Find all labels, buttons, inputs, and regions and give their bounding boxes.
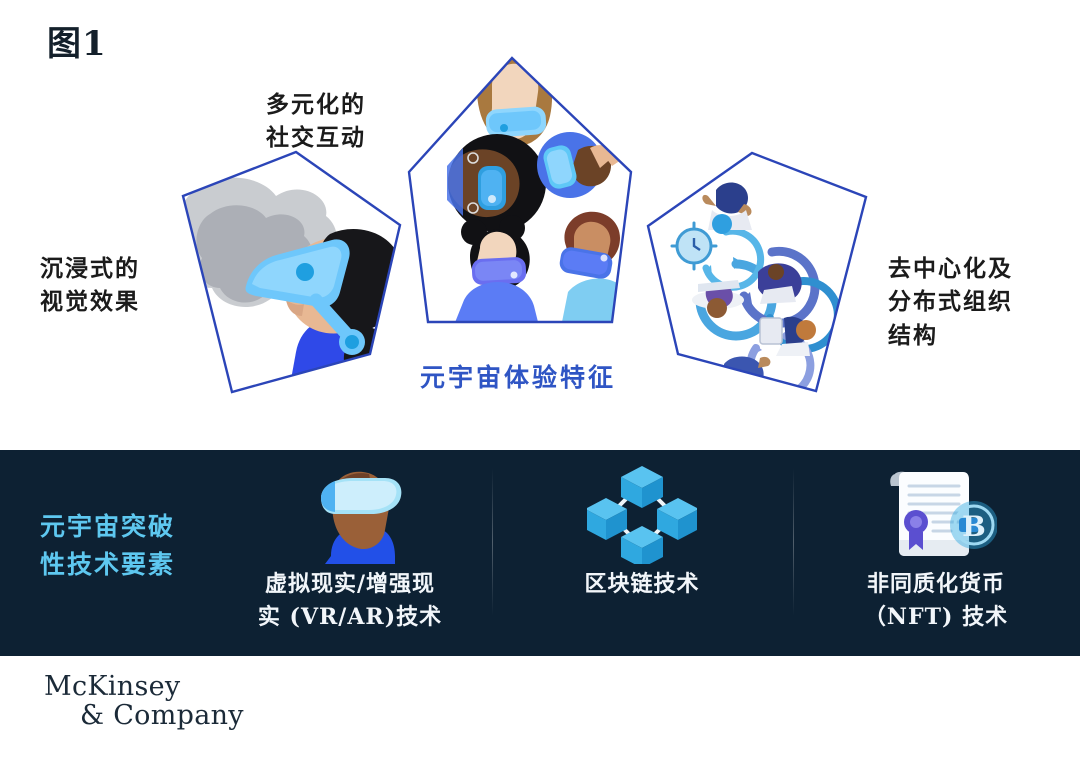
svg-text:B: B bbox=[962, 510, 986, 543]
band-title: 元宇宙突破 性技术要素 bbox=[40, 512, 176, 579]
band-divider-1 bbox=[492, 468, 493, 616]
label-decentralized: 去中心化及 分布式组织 结构 bbox=[888, 255, 1013, 349]
label-metaverse-experience: 元宇宙体验特征 bbox=[420, 363, 617, 392]
band-item-caption: 虚拟现实/增强现 实 (VR/AR)技术 bbox=[257, 571, 443, 630]
band-divider-2 bbox=[793, 468, 794, 616]
band-item-blockchain: 区块链技术 bbox=[508, 460, 776, 601]
mckinsey-logo: McKinsey & Company bbox=[44, 672, 244, 730]
pentagon-social bbox=[407, 56, 633, 324]
band-item-caption: 非同质化货币 （NFT) 技术 bbox=[863, 571, 1009, 630]
nft-certificate-bitcoin-icon: B bbox=[802, 460, 1070, 568]
band-item-vrar: 虚拟现实/增强现 实 (VR/AR)技术 bbox=[216, 460, 484, 634]
pentagon-decentralized bbox=[646, 151, 868, 393]
vr-headset-person-icon bbox=[216, 460, 484, 568]
label-immersive-visuals: 沉浸式的 视觉效果 bbox=[40, 255, 140, 316]
blockchain-cubes-icon bbox=[508, 460, 776, 568]
pentagon-diagram: 沉浸式的 视觉效果 多元化的 社交互动 去中心化及 分布式组织 结构 元宇宙体验… bbox=[40, 56, 1013, 394]
band-item-caption: 区块链技术 bbox=[584, 571, 700, 597]
band-item-nft: B 非同质化货币 （NFT) 技术 bbox=[802, 460, 1070, 634]
pentagon-immersive bbox=[181, 150, 402, 394]
logo-line-1: McKinsey bbox=[44, 671, 181, 702]
pentagon-diagram-svg bbox=[181, 56, 868, 394]
technology-band: 元宇宙突破 性技术要素 虚拟现实/增强现 实 (VR/AR)技术 bbox=[0, 450, 1080, 656]
label-social-interaction: 多元化的 社交互动 bbox=[266, 91, 366, 152]
logo-line-2: & Company bbox=[80, 700, 244, 732]
page-title: 图1 bbox=[47, 24, 107, 64]
